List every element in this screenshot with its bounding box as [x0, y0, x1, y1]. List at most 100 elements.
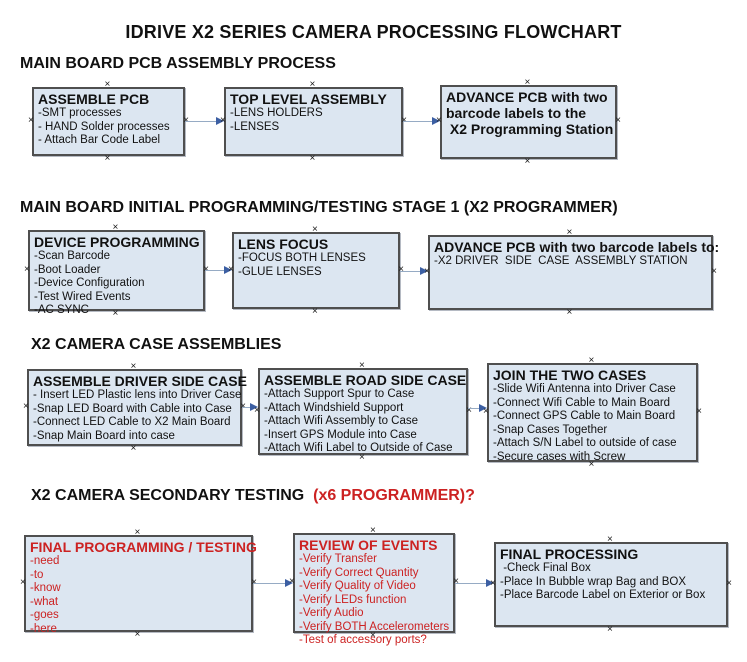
box-item: -need	[30, 555, 60, 567]
connection-point-icon: ×	[566, 227, 573, 238]
box-item: -Verify LEDs function	[299, 593, 407, 606]
box-item: -Scan Barcode	[34, 250, 111, 262]
box-item: -Slide Wifi Antenna into Driver Case	[493, 383, 676, 395]
box-item: -Boot Loader	[34, 263, 101, 276]
box-item: -what	[30, 595, 59, 608]
heading-black-part: X2 CAMERA SECONDARY TESTING	[31, 487, 314, 504]
box-title: ASSEMBLE DRIVER SIDE CASE	[33, 373, 247, 389]
box-item: -Snap LED Board with Cable into Case	[33, 402, 232, 415]
box-item: -goes	[30, 609, 59, 621]
connection-point-icon: ×	[309, 153, 316, 164]
box-item: -X2 DRIVER SIDE CASE ASSEMBLY STATION	[434, 255, 688, 267]
connection-point-icon: ×	[359, 452, 365, 463]
box-assemble-road-side-case: × × × × ASSEMBLE ROAD SIDE CASE -Attach …	[254, 361, 472, 463]
page-title: IDRIVE X2 SERIES CAMERA PROCESSING FLOWC…	[125, 22, 622, 42]
box-item: -Attach S/N Label to outside of case	[493, 437, 677, 449]
box-item: - HAND Solder processes	[38, 120, 170, 133]
connection-point-icon: ×	[20, 576, 26, 588]
connection-point-icon: ×	[615, 115, 621, 126]
box-join-the-two-cases: × × × × JOIN THE TWO CASES -Slide Wifi A…	[483, 356, 702, 470]
arrowhead-icon	[224, 266, 232, 274]
box-item: -to	[30, 568, 44, 581]
box-title: DEVICE PROGRAMMING	[34, 234, 200, 250]
connector-arrow	[468, 404, 487, 413]
connection-point-icon: ×	[726, 577, 732, 589]
connection-point-icon: ×	[309, 79, 316, 90]
box-item: -Verify Correct Quantity	[299, 566, 419, 579]
box-title: FINAL PROCESSING	[500, 546, 639, 562]
box-item: -FOCUS BOTH LENSES	[238, 252, 366, 264]
box-assemble-pcb: × × × × ASSEMBLE PCB -SMT processes - HA…	[28, 80, 189, 164]
arrowhead-icon	[432, 117, 440, 125]
connection-point-icon: ×	[566, 307, 573, 318]
connection-point-icon: ×	[130, 443, 137, 454]
box-item: -Device Configuration	[34, 277, 145, 289]
box-item: -Verify Quality of Video	[299, 580, 416, 592]
connection-point-icon: ×	[607, 624, 613, 635]
connection-point-icon: ×	[312, 224, 318, 235]
box-item: -Test Wired Events	[34, 290, 131, 303]
box-item: -GLUE LENSES	[238, 265, 322, 278]
box-title-line: barcode labels to the	[446, 105, 587, 121]
box-title: ASSEMBLE ROAD SIDE CASE	[264, 372, 467, 388]
arrowhead-icon	[216, 117, 224, 125]
connection-point-icon: ×	[696, 405, 702, 417]
arrowhead-icon	[479, 404, 487, 412]
connection-point-icon: ×	[607, 534, 613, 545]
box-item: -Verify BOTH Accelerometers	[299, 620, 450, 633]
box-title: REVIEW OF EVENTS	[299, 537, 438, 553]
box-item: - Attach Bar Code Label	[38, 134, 161, 146]
box-title-line: ADVANCE PCB with two	[446, 89, 608, 105]
connection-point-icon: ×	[28, 114, 34, 126]
box-item: - Insert LED Plastic lens into Driver Ca…	[33, 389, 242, 401]
box-item: -Attach Windshield Support	[264, 401, 404, 414]
connection-point-icon: ×	[370, 525, 376, 536]
connection-point-icon: ×	[524, 156, 531, 167]
box-lens-focus: × × × × LENS FOCUS -FOCUS BOTH LENSES -G…	[228, 225, 404, 317]
connector-arrow	[403, 117, 440, 126]
connector-arrow	[185, 117, 224, 126]
section-heading-secondary-testing: X2 CAMERA SECONDARY TESTING (x6 PROGRAMM…	[31, 487, 475, 505]
box-item: -Connect Wifi Cable to Main Board	[493, 396, 671, 409]
connector-arrow	[242, 403, 258, 412]
box-advance-pcb-programming-station: × × × × ADVANCE PCB with two barcode lab…	[436, 78, 621, 167]
box-item: -Attach Support Spur to Case	[264, 388, 415, 400]
section-heading-initial-programming: MAIN BOARD INITIAL PROGRAMMING/TESTING S…	[20, 199, 618, 216]
connection-point-icon: ×	[524, 77, 531, 88]
connector-arrow	[253, 579, 293, 588]
connection-point-icon: ×	[588, 355, 595, 366]
box-item: -Attach Wifi Label to Outside of Case	[264, 442, 453, 454]
section-heading-pcb-assembly: MAIN BOARD PCB ASSEMBLY PROCESS	[20, 55, 336, 72]
box-item: -Check Final Box	[500, 562, 591, 574]
connection-point-icon: ×	[312, 306, 318, 317]
arrowhead-icon	[420, 267, 428, 275]
connection-point-icon: ×	[711, 265, 717, 277]
heading-red-part: (x6 PROGRAMMER)?	[313, 487, 475, 504]
connection-point-icon: ×	[130, 361, 137, 372]
connection-point-icon: ×	[23, 400, 29, 412]
box-final-programming-testing: × × × × FINAL PROGRAMMING / TESTING -nee…	[20, 528, 257, 640]
box-item: -Connect LED Cable to X2 Main Board	[33, 416, 231, 428]
box-title: TOP LEVEL ASSEMBLY	[230, 91, 387, 107]
box-item: -Snap Main Board into case	[33, 429, 175, 442]
box-item: -here	[30, 622, 57, 635]
box-title: ASSEMBLE PCB	[38, 91, 150, 107]
connection-point-icon: ×	[359, 360, 365, 371]
box-device-programming: × × × × DEVICE PROGRAMMING -Scan Barcode…	[24, 223, 209, 319]
box-item: -LENSES	[230, 120, 280, 133]
box-item: -LENS HOLDERS	[230, 107, 323, 119]
connection-point-icon: ×	[104, 79, 111, 90]
connection-point-icon: ×	[134, 527, 141, 538]
box-item: -know	[30, 582, 61, 594]
box-assemble-driver-side-case: × × × × ASSEMBLE DRIVER SIDE CASE - Inse…	[23, 362, 247, 454]
box-title: JOIN THE TWO CASES	[493, 367, 647, 383]
box-advance-pcb-driver-side: × × × × ADVANCE PCB with two barcode lab…	[424, 228, 719, 318]
box-title: FINAL PROGRAMMING / TESTING	[30, 539, 257, 555]
box-item: -Attach Wifi Assembly to Case	[264, 415, 419, 427]
box-item: -Insert GPS Module into Case	[264, 428, 417, 441]
arrowhead-icon	[285, 579, 293, 587]
box-item: -Connect GPS Cable to Main Board	[493, 410, 676, 422]
connector-arrow	[400, 267, 428, 276]
connector-arrow	[455, 579, 494, 588]
box-item: -Test of accessory ports?	[299, 634, 427, 646]
